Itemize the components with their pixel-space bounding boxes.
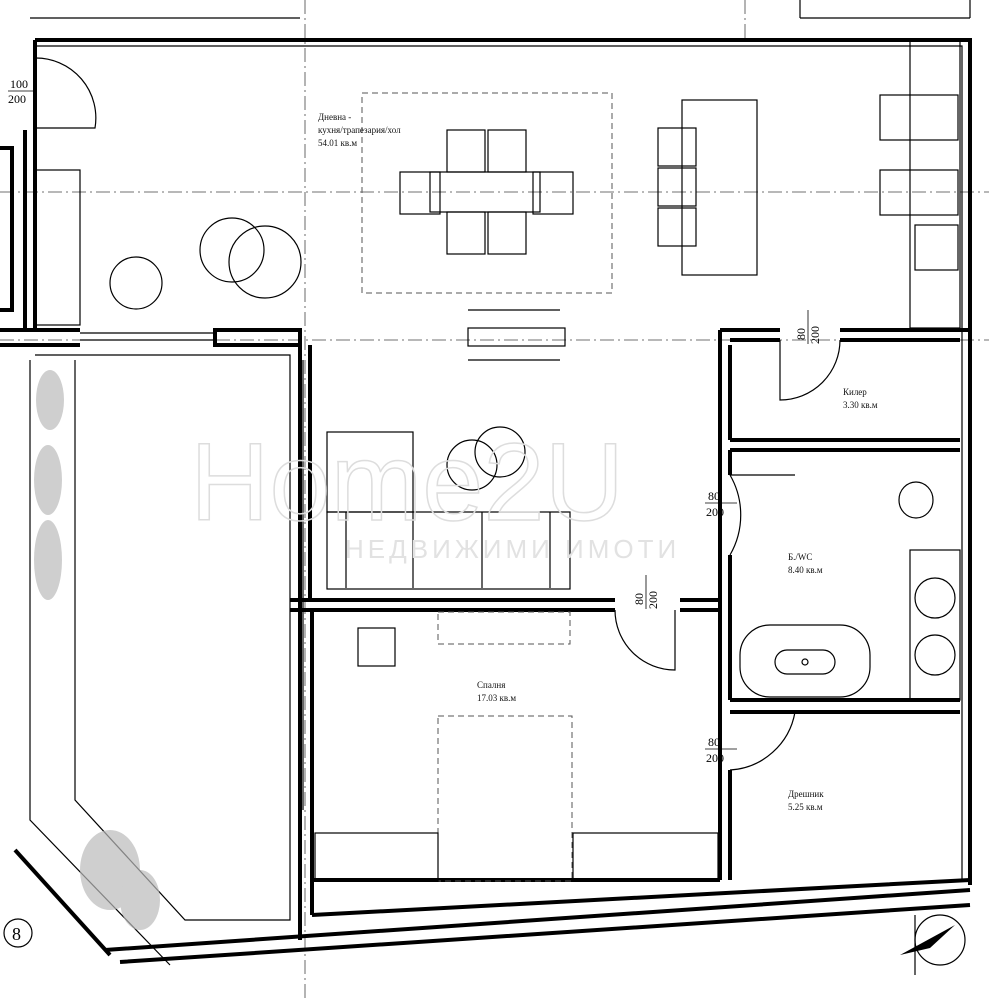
svg-text:100: 100 — [10, 77, 28, 91]
bedroom-name: Спалня — [477, 680, 505, 690]
walls — [0, 38, 972, 964]
door-label-entrance: 100 200 — [8, 77, 36, 106]
door-label-pantry: 80 200 — [794, 310, 822, 344]
svg-text:80: 80 — [708, 489, 720, 503]
svg-text:80: 80 — [794, 328, 808, 340]
top-border — [30, 0, 971, 19]
living-room-name-line2: кухня/трапезария/хол — [318, 125, 401, 135]
watermark-brand: Home2U — [190, 421, 624, 544]
living-room-area: 54.01 кв.м — [318, 138, 357, 148]
pantry-name: Килер — [843, 387, 867, 397]
watermark: Home2U НЕДВИЖИМИ ИМОТИ — [189, 420, 680, 564]
balcony — [29, 354, 291, 966]
furniture — [35, 39, 961, 882]
svg-text:80: 80 — [708, 735, 720, 749]
svg-text:200: 200 — [8, 92, 26, 106]
axis-marker: 8 — [3, 918, 33, 948]
svg-text:80: 80 — [632, 593, 646, 605]
door-label-bedroom: 80 200 — [632, 575, 660, 609]
svg-text:200: 200 — [808, 326, 822, 344]
svg-text:200: 200 — [706, 751, 724, 765]
closet-name: Дрешник — [788, 789, 824, 799]
pantry-area: 3.30 кв.м — [843, 400, 878, 410]
bathroom-name: Б./WC — [788, 552, 812, 562]
watermark-subtitle: НЕДВИЖИМИ ИМОТИ — [345, 534, 680, 564]
doors — [34, 57, 841, 771]
north-arrow-icon — [900, 914, 966, 975]
svg-text:200: 200 — [646, 591, 660, 609]
living-room-name-line1: Дневна - — [318, 112, 351, 122]
door-label-closet: 80 200 — [705, 735, 737, 765]
svg-text:200: 200 — [706, 505, 724, 519]
door-label-bathroom: 80 200 — [705, 489, 737, 519]
bathroom-area: 8.40 кв.м — [788, 565, 823, 575]
bedroom-area: 17.03 кв.м — [477, 693, 516, 703]
closet-area: 5.25 кв.м — [788, 802, 823, 812]
svg-text:8: 8 — [12, 924, 21, 944]
